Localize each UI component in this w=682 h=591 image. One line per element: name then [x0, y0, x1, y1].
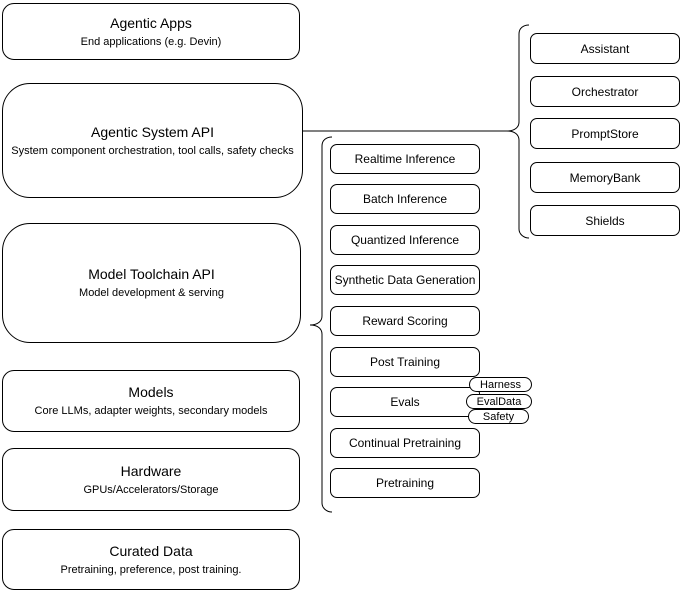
- node-reward-scoring: Reward Scoring: [330, 306, 480, 336]
- node-title: Agentic System API: [91, 123, 214, 140]
- node-orchestrator: Orchestrator: [530, 76, 680, 107]
- node-subtitle: Core LLMs, adapter weights, secondary mo…: [34, 405, 268, 417]
- node-agentic-system-api: Agentic System API System component orch…: [2, 83, 303, 198]
- node-promptstore: PromptStore: [530, 118, 680, 149]
- node-title: Models: [128, 384, 174, 400]
- node-model-toolchain-api: Model Toolchain API Model development & …: [2, 223, 301, 343]
- node-assistant: Assistant: [530, 33, 680, 64]
- pill-evaldata: EvalData: [466, 394, 532, 409]
- node-curated-data: Curated Data Pretraining, preference, po…: [2, 529, 300, 590]
- right-column-brace: [506, 24, 530, 239]
- pill-harness: Harness: [469, 377, 532, 392]
- node-subtitle: End applications (e.g. Devin): [80, 35, 222, 48]
- node-realtime-inference: Realtime Inference: [330, 144, 480, 174]
- node-subtitle: System component orchestration, tool cal…: [11, 144, 294, 157]
- node-subtitle: Pretraining, preference, post training.: [60, 563, 242, 576]
- node-agentic-apps: Agentic Apps End applications (e.g. Devi…: [2, 3, 300, 60]
- node-batch-inference: Batch Inference: [330, 184, 480, 214]
- middle-column-brace: [309, 136, 333, 513]
- node-pretraining: Pretraining: [330, 468, 480, 498]
- node-quantized-inference: Quantized Inference: [330, 225, 480, 255]
- node-shields: Shields: [530, 205, 680, 236]
- pill-safety: Safety: [468, 409, 529, 424]
- node-hardware: Hardware GPUs/Accelerators/Storage: [2, 448, 300, 511]
- node-title: Hardware: [120, 462, 182, 479]
- node-evals: Evals: [330, 387, 480, 417]
- node-title: Agentic Apps: [110, 14, 192, 31]
- node-models: Models Core LLMs, adapter weights, secon…: [2, 370, 300, 432]
- node-post-training: Post Training: [330, 347, 480, 377]
- node-title: Curated Data: [109, 542, 193, 559]
- node-memorybank: MemoryBank: [530, 162, 680, 193]
- node-subtitle: Model development & serving: [79, 287, 224, 299]
- node-subtitle: GPUs/Accelerators/Storage: [83, 483, 219, 496]
- node-synthetic-data-generation: Synthetic Data Generation: [330, 265, 480, 295]
- node-continual-pretraining: Continual Pretraining: [330, 428, 480, 458]
- node-title: Model Toolchain API: [88, 266, 215, 282]
